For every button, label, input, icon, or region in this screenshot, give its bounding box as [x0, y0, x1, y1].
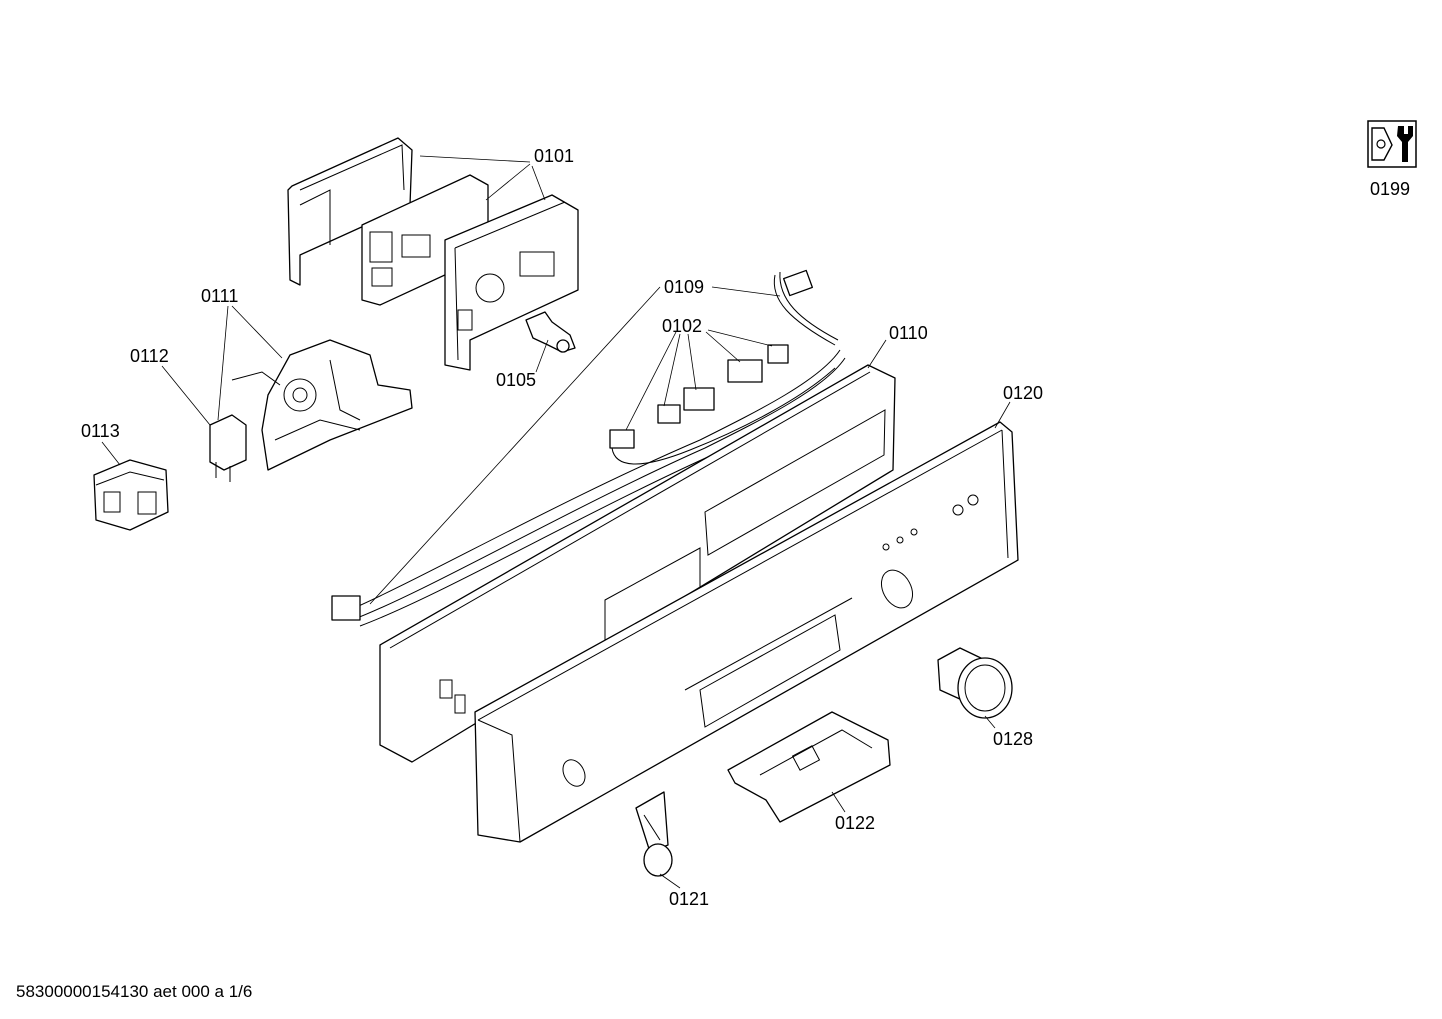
part-0121-latch: [635, 791, 673, 877]
label-0128: 0128: [993, 729, 1033, 749]
part-0112-capacitor: [209, 414, 247, 482]
part-0110-panel-frame: [379, 364, 896, 763]
part-0102-connectors: [609, 344, 836, 465]
leader-lines: [101, 155, 1011, 889]
label-0109: 0109: [664, 277, 704, 297]
label-0105: 0105: [496, 370, 536, 390]
drawing-footer: 58300000154130 aet 000 a 1/6: [16, 982, 252, 1001]
part-0101-control-module: [287, 137, 579, 371]
part-0111-motor-unit: [231, 339, 413, 471]
label-0112: 0112: [130, 346, 169, 366]
part-0109-wiring-harness: [331, 269, 846, 627]
part-0122-dispenser: [727, 711, 891, 823]
label-0101: 0101: [534, 146, 574, 166]
service-tool-icon: [1367, 120, 1417, 168]
part-0105-sensor: [525, 311, 576, 353]
label-0199: 0199: [1370, 179, 1410, 199]
label-0122: 0122: [835, 813, 875, 833]
part-0113-switch: [93, 459, 169, 531]
label-0113: 0113: [81, 421, 120, 441]
label-0121: 0121: [669, 889, 709, 909]
label-0110: 0110: [889, 323, 928, 343]
label-0102: 0102: [662, 316, 702, 336]
part-labels: 0101 0102 0105 0109 0110 0111 0112 0113 …: [81, 146, 1410, 909]
label-0120: 0120: [1003, 383, 1043, 403]
part-0120-front-fascia: [474, 421, 1019, 843]
part-0128-knob: [937, 647, 1013, 719]
label-0111: 0111: [201, 286, 238, 306]
